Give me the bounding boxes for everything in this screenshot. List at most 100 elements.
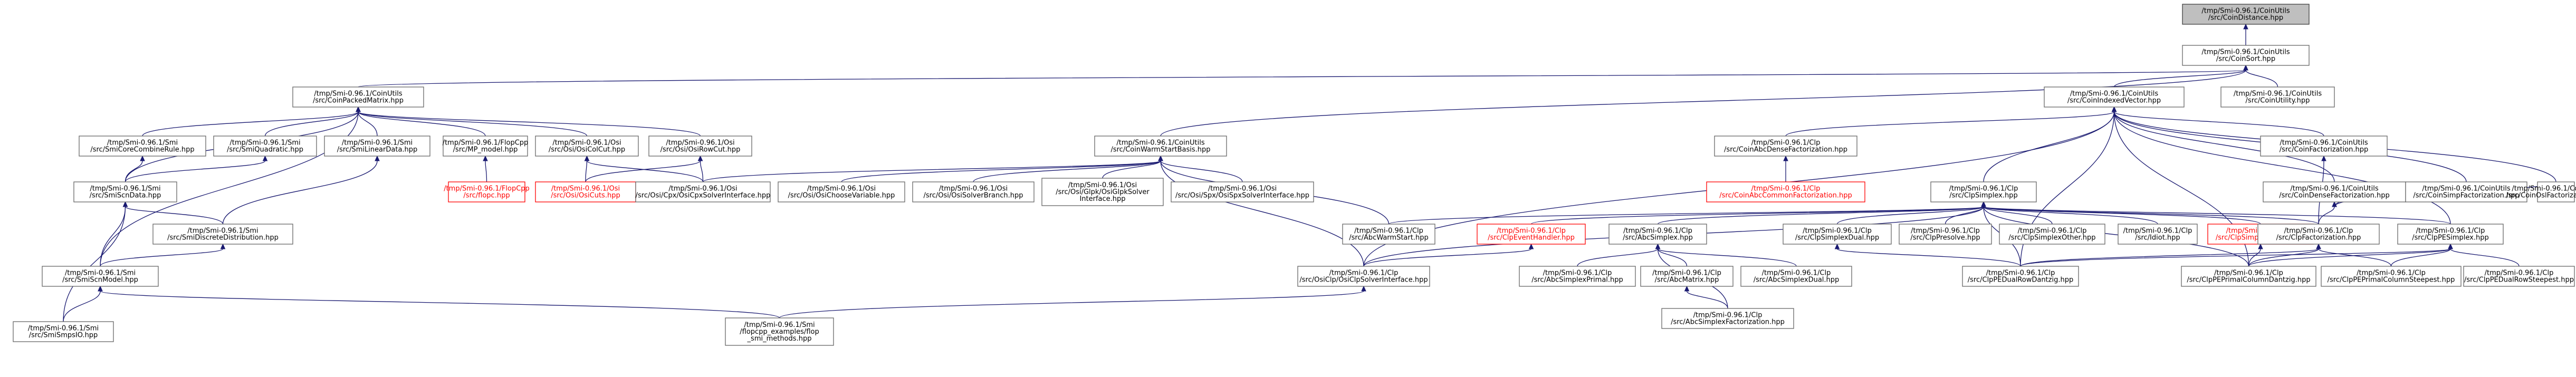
file-node[interactable]: /tmp/Smi-0.96.1/Osi/src/Osi/Cpx/OsiCpxSo… — [635, 181, 771, 202]
file-node[interactable]: /tmp/Smi-0.96.1/Clp/src/ClpPEDualRowDant… — [1962, 266, 2079, 287]
edge-line — [358, 70, 2246, 88]
file-node[interactable]: /tmp/Smi-0.96.1/Osi/src/Osi/OsiSolverBra… — [912, 181, 1035, 202]
node-box — [1930, 181, 2037, 202]
file-node[interactable]: /tmp/Smi-0.96.1/CoinUtils/src/CoinPacked… — [292, 86, 424, 108]
edge-n16-n17 — [100, 243, 226, 267]
edge-line — [1657, 248, 1688, 267]
file-node[interactable]: /tmp/Smi-0.96.1/Clp/src/ClpEventHandler.… — [1477, 224, 1586, 245]
file-node[interactable]: /tmp/Smi-0.96.1/Smi/flopcpp_examples/flo… — [725, 317, 834, 346]
node-label-line: /tmp/Smi-0.96.1/Smi — [744, 321, 815, 329]
node-label-line: /src/SmiSmpsIO.hpp — [29, 332, 98, 340]
file-node[interactable]: /tmp/Smi-0.96.1/Osi/src/Osi/OsiRowCut.hp… — [648, 136, 752, 157]
file-node[interactable]: /tmp/Smi-0.96.1/Clp/src/AbcMatrix.hpp — [1640, 266, 1734, 287]
file-node[interactable]: /tmp/Smi-0.96.1/Clp/src/ClpPESimplex.hpp — [2397, 224, 2504, 245]
file-node[interactable]: /tmp/Smi-0.96.1/Clp/src/CoinAbcDenseFact… — [1714, 136, 1857, 157]
file-node[interactable]: /tmp/Smi-0.96.1/Clp/src/ClpPEPrimalColum… — [2181, 266, 2316, 287]
file-node[interactable]: /tmp/Smi-0.96.1/Osi/src/Osi/Glpk/OsiGlpk… — [1041, 178, 1164, 206]
node-box — [1999, 224, 2105, 245]
file-node[interactable]: /tmp/Smi-0.96.1/CoinUtils/src/CoinIndexe… — [2044, 86, 2185, 108]
node-box — [1783, 224, 1892, 245]
file-node[interactable]: /tmp/Smi-0.96.1/Clp/src/ClpPEPrimalColum… — [2321, 266, 2462, 287]
node-box — [535, 181, 636, 202]
node-label-line: /src/MP_model.hpp — [453, 146, 518, 154]
file-node[interactable]: /tmp/Smi-0.96.1/FlopCpp/src/flopc.hpp — [444, 181, 530, 202]
edge-n1-n2 — [358, 64, 2248, 88]
file-node[interactable]: /tmp/Smi-0.96.1/FlopCpp/src/MP_model.hpp — [443, 136, 529, 157]
edge-arrowhead — [2332, 201, 2337, 207]
file-node[interactable]: /tmp/Smi-0.96.1/Smi/src/SmiQuadratic.hpp — [213, 136, 317, 157]
file-node[interactable]: /tmp/Smi-0.96.1/CoinUtils/src/CoinUtilit… — [2220, 86, 2335, 108]
node-label-line: /src/CoinDistance.hpp — [2208, 14, 2283, 22]
edge-arrowhead — [375, 155, 380, 161]
file-node[interactable]: /tmp/Smi-0.96.1/CoinUtils/src/CoinWarmSt… — [1094, 136, 1227, 157]
edge-line — [100, 248, 224, 267]
file-node[interactable]: /tmp/Smi-0.96.1/Clp/src/CoinAbcCommonFac… — [1706, 181, 1865, 202]
node-label-line: /tmp/Smi-0.96.1/Clp — [2485, 269, 2554, 277]
node-box — [725, 317, 834, 346]
file-node[interactable]: /tmp/Smi-0.96.1/Clp/src/ClpSimplex.hpp — [1930, 181, 2037, 202]
edge-n32-n43 — [1655, 243, 1688, 267]
node-label-line: /tmp/Smi-0.96.1/CoinUtils — [2201, 7, 2290, 15]
node-label-line: /src/AbcSimplexPrimal.hpp — [1531, 276, 1623, 284]
node-label-line: /src/ClpPEPrimalColumnSteepest.hpp — [2328, 276, 2455, 284]
file-node[interactable]: /tmp/Smi-0.96.1/Clp/src/ClpPEDualRowStee… — [2463, 266, 2575, 287]
node-box — [42, 266, 159, 287]
node-label-line: /src/SmiLinearData.hpp — [337, 146, 418, 154]
edge-n7-n12 — [125, 155, 268, 182]
node-label-line: /src/AbcSimplex.hpp — [1623, 234, 1693, 242]
file-node[interactable]: /tmp/Smi-0.96.1/Smi/src/SmiSmpsIO.hpp — [13, 321, 114, 342]
edge-n2-n10 — [356, 106, 588, 137]
file-node[interactable]: /tmp/Smi-0.96.1/Smi/src/SmiCoreCombineRu… — [79, 136, 206, 157]
file-node[interactable]: /tmp/Smi-0.96.1/Clp/src/AbcSimplex.hpp — [1608, 224, 1707, 245]
file-node[interactable]: /tmp/Smi-0.96.1/Clp/src/Idiot.hpp — [2118, 224, 2198, 245]
node-label-line: /src/CoinOslFactorization.hpp — [2506, 192, 2576, 200]
file-node[interactable]: /tmp/Smi-0.96.1/Smi/src/SmiScnData.hpp — [73, 181, 177, 202]
file-node[interactable]: /tmp/Smi-0.96.1/Osi/src/Osi/OsiChooseVar… — [778, 181, 905, 202]
file-node[interactable]: /tmp/Smi-0.96.1/Osi/src/Osi/OsiColCut.hp… — [535, 136, 639, 157]
edge-line — [2113, 70, 2246, 88]
file-node[interactable]: /tmp/Smi-0.96.1/CoinUtils/src/CoinOslFac… — [2506, 181, 2576, 202]
node-label-line: /tmp/Smi-0.96.1/Clp — [1986, 269, 2055, 277]
file-node[interactable]: /tmp/Smi-0.96.1/Clp/src/AbcSimplexDual.h… — [1740, 266, 1852, 287]
edge-arrowhead — [2316, 243, 2321, 249]
file-node[interactable]: /tmp/Smi-0.96.1/CoinUtils/src/CoinFactor… — [2260, 136, 2388, 157]
edge-line — [1836, 248, 2021, 267]
file-node[interactable]: /tmp/Smi-0.96.1/Osi/src/Osi/OsiCuts.hpp — [535, 181, 636, 202]
file-node[interactable]: /tmp/Smi-0.96.1/Clp/src/AbcSimplexFactor… — [1661, 308, 1794, 329]
file-node[interactable]: /tmp/Smi-0.96.1/Smi/src/SmiDiscreteDistr… — [152, 224, 293, 245]
file-node[interactable]: /tmp/Smi-0.96.1/CoinUtils/src/CoinSort.h… — [2182, 45, 2310, 66]
edge-line — [1657, 248, 1797, 267]
edge-arrowhead — [1158, 155, 1163, 161]
edge-arrowhead — [1528, 243, 1534, 249]
file-node[interactable]: /tmp/Smi-0.96.1/CoinUtils/src/CoinDenseF… — [2263, 181, 2406, 202]
file-node[interactable]: /tmp/Smi-0.96.1/Clp/src/ClpSimplexDual.h… — [1783, 224, 1892, 245]
edge-line — [2113, 111, 2324, 137]
node-label-line: /src/Osi/OsiCuts.hpp — [551, 192, 620, 200]
node-label-line: /src/CoinSort.hpp — [2216, 55, 2275, 63]
file-node[interactable]: /tmp/Smi-0.96.1/Clp/src/AbcSimplexPrimal… — [1519, 266, 1636, 287]
file-node[interactable]: /tmp/Smi-0.96.1/Clp/src/OsiClp/OsiClpSol… — [1297, 266, 1430, 287]
file-node[interactable]: /tmp/Smi-0.96.1/Clp/src/ClpSimplexOther.… — [1999, 224, 2105, 245]
edge-line — [1983, 206, 2319, 225]
edge-line — [125, 206, 224, 225]
file-node[interactable]: /tmp/Smi-0.96.1/CoinUtils/src/CoinSimpFa… — [2405, 181, 2527, 202]
edge-arrowhead — [122, 201, 128, 207]
file-node[interactable]: /tmp/Smi-0.96.1/Osi/src/Osi/Spx/OsiSpxSo… — [1171, 181, 1314, 202]
node-label-line: /src/CoinPackedMatrix.hpp — [313, 97, 404, 105]
node-box — [2537, 181, 2575, 202]
file-node[interactable]: /tmp/Smi-0.96.1/Smi/src/SmiLinearData.hp… — [324, 136, 430, 157]
edge-n3-n39 — [2111, 106, 2451, 225]
node-box — [1297, 266, 1430, 287]
node-label-line: /tmp/Smi-0.96.1/CoinUtils — [2422, 185, 2510, 193]
edge-line — [358, 111, 588, 137]
file-node[interactable]: /tmp/Smi-0.96.1/Smi/src/SmiScnModel.hpp — [42, 266, 159, 287]
node-label-line: /tmp/Smi-0.96.1/Smi — [229, 139, 300, 147]
node-label-line: /src/CoinAbcDenseFactorization.hpp — [1724, 146, 1847, 154]
file-node[interactable]: /tmp/Smi-0.96.1/Clp/src/ClpPresolve.hpp — [1899, 224, 1992, 245]
node-label-line: /tmp/Smi-0.96.1/Smi — [90, 185, 160, 193]
file-node[interactable]: /tmp/Smi-0.96.1/Clp/src/AbcWarmStart.hpp — [1342, 224, 1435, 245]
node-label-line: /src/ClpPresolve.hpp — [1910, 234, 1980, 242]
edge-arrowhead — [2448, 243, 2453, 249]
node-label-line: /src/Osi/Glpk/OsiGlpkSolver — [1056, 188, 1150, 196]
file-node[interactable]: /tmp/Smi-0.96.1/Clp/src/ClpFactorization… — [2257, 224, 2380, 245]
